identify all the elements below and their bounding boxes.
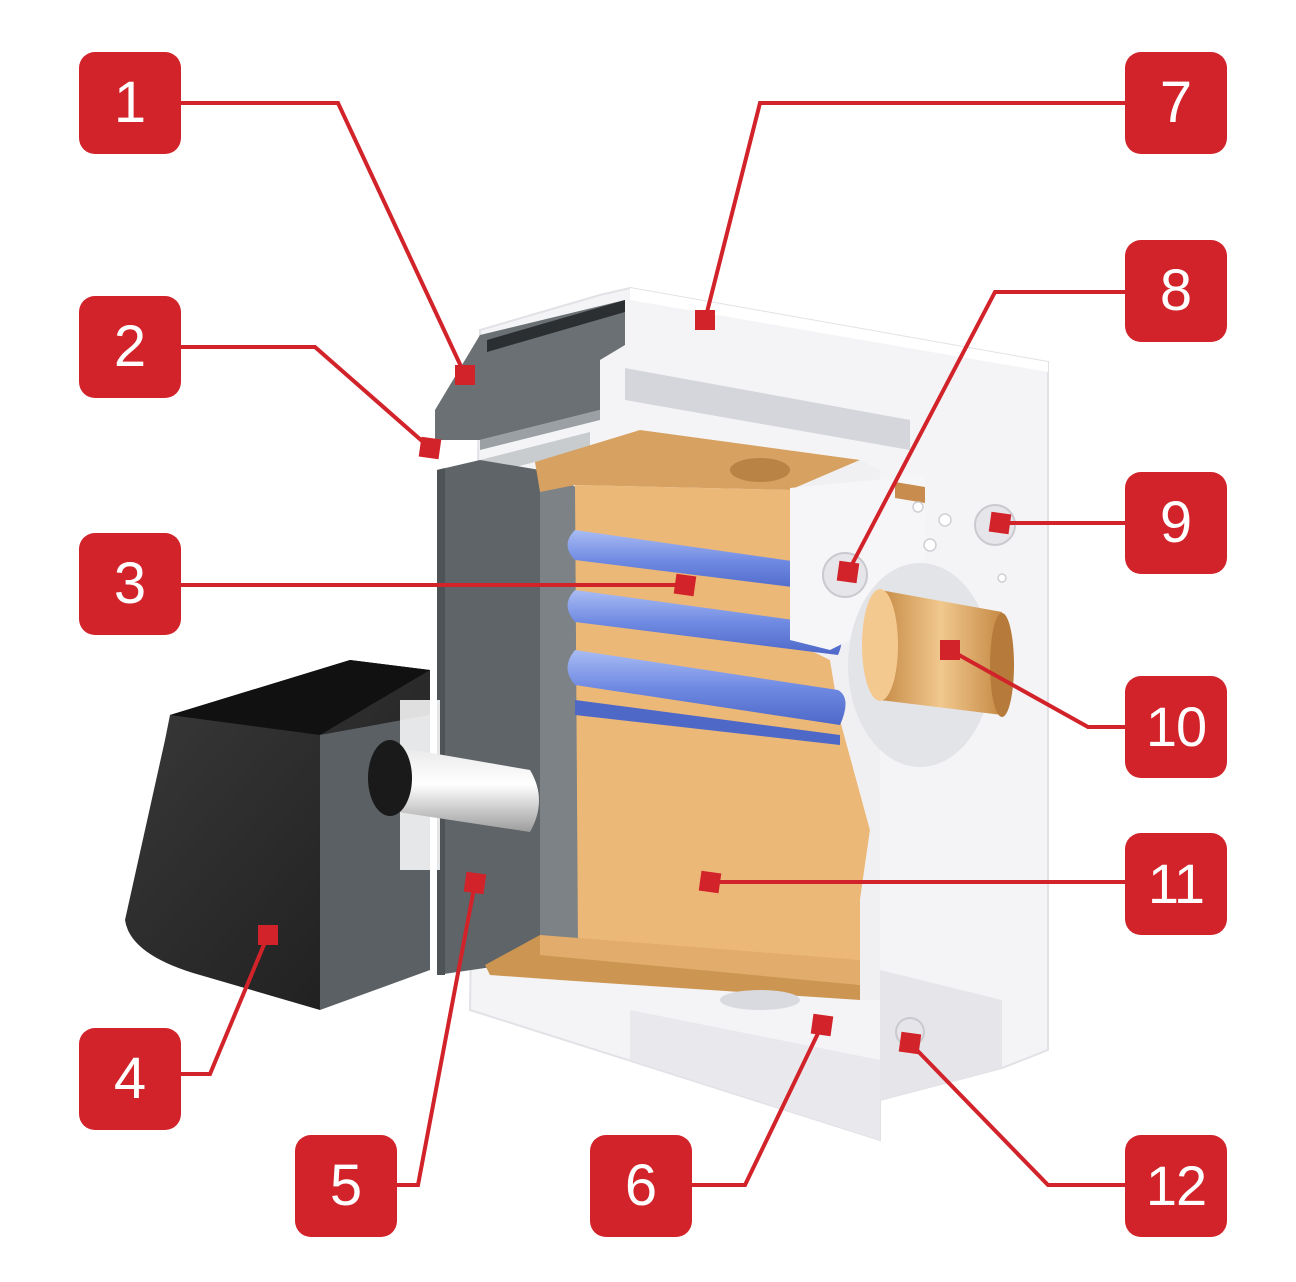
leader-line-7 [703,101,1125,321]
leader-line-4 [181,934,270,1076]
callout-2: 2 [79,296,181,398]
leader-line-6 [692,1024,824,1187]
anchor-marker-3 [673,573,697,597]
callout-8: 8 [1125,240,1227,342]
anchor-marker-8 [836,560,860,584]
burner-unit [125,660,539,1010]
leader-line-2 [181,345,432,450]
leader-line-1 [181,101,467,376]
steel-housing [435,300,625,975]
leader-line-10 [949,648,1125,729]
anchor-marker-2 [418,436,442,460]
callout-12: 12 [1125,1135,1227,1237]
anchor-marker-4 [258,925,278,945]
callout-3: 3 [79,533,181,635]
anchor-marker-5 [463,871,487,895]
callout-1: 1 [79,52,181,154]
callout-10: 10 [1125,676,1227,778]
callout-5: 5 [295,1135,397,1237]
callout-4: 4 [79,1028,181,1130]
top-cavity [625,368,910,450]
callout-9: 9 [1125,472,1227,574]
anchor-marker-6 [810,1013,834,1037]
anchor-marker-7 [695,310,715,330]
heating-coil [567,530,846,745]
anchor-marker-11 [698,870,722,894]
anchor-marker-9 [988,511,1012,535]
leader-line-8 [846,290,1125,573]
anchor-marker-1 [455,365,475,385]
callout-7: 7 [1125,52,1227,154]
leader-line-12 [908,1041,1125,1187]
anchor-marker-12 [898,1031,922,1055]
anchor-marker-10 [940,640,960,660]
callout-11: 11 [1125,833,1227,935]
leader-line-5 [397,882,477,1187]
callout-6: 6 [590,1135,692,1237]
